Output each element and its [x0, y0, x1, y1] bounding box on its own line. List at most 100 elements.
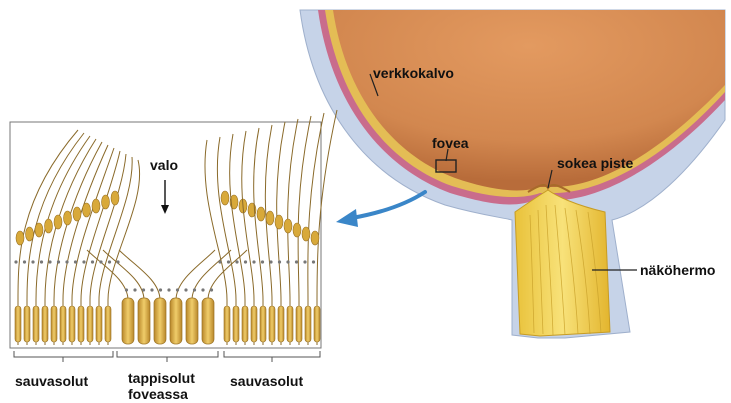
rod-cell — [224, 306, 230, 342]
rod-cell — [69, 306, 75, 342]
rod-nucleus — [293, 223, 301, 237]
synapse-dot — [65, 260, 68, 263]
rod-nucleus — [73, 207, 81, 221]
rod-cell — [105, 306, 111, 342]
synapse-dot — [244, 260, 247, 263]
rod-cell — [78, 306, 84, 342]
rod-cell — [233, 306, 239, 342]
optic-nerve — [515, 190, 610, 336]
synapse-dot — [269, 260, 272, 263]
cone-cell — [154, 298, 166, 344]
rod-nucleus — [26, 227, 34, 241]
synapse-dot — [295, 260, 298, 263]
synapse-dot — [23, 260, 26, 263]
rod-cell — [96, 306, 102, 342]
rod-cell — [60, 306, 66, 342]
synapse-dot — [142, 288, 145, 291]
cone-cell — [138, 298, 150, 344]
eye-cross-section — [300, 10, 725, 338]
synapse-dot — [91, 260, 94, 263]
rod-cell — [278, 306, 284, 342]
synapse-dot — [48, 260, 51, 263]
cones-label-line1: tappisolut — [128, 370, 195, 386]
synapse-dot — [176, 288, 179, 291]
synapse-dot — [201, 288, 204, 291]
synapse-dot — [14, 260, 17, 263]
cones-label-line2: foveassa — [128, 386, 188, 402]
rod-nucleus — [284, 219, 292, 233]
cones-bracket — [117, 351, 218, 362]
synapse-dot — [125, 288, 128, 291]
synapse-dot — [193, 288, 196, 291]
synapse-dot — [74, 260, 77, 263]
rod-nucleus — [257, 207, 265, 221]
light-label: valo — [150, 157, 178, 173]
synapse-dot — [57, 260, 60, 263]
rod-cell — [287, 306, 293, 342]
synapse-dot — [278, 260, 281, 263]
synapse-dot — [210, 288, 213, 291]
rods-left-label: sauvasolut — [15, 373, 88, 389]
rod-cell — [314, 306, 320, 342]
blind-spot-label: sokea piste — [557, 155, 633, 171]
synapse-dot — [116, 260, 119, 263]
rod-cell — [15, 306, 21, 342]
rods-right-bracket — [224, 351, 320, 362]
rod-nucleus — [92, 199, 100, 213]
fovea-label: fovea — [432, 135, 469, 151]
cone-cell — [186, 298, 198, 344]
fovea-inset: valo — [10, 110, 337, 348]
rod-cell — [296, 306, 302, 342]
rod-nucleus — [45, 219, 53, 233]
rods-right-label: sauvasolut — [230, 373, 303, 389]
rod-nucleus — [16, 231, 24, 245]
rod-nucleus — [311, 231, 319, 245]
rod-cell — [251, 306, 257, 342]
synapse-dot — [133, 288, 136, 291]
rod-cell — [260, 306, 266, 342]
rod-nucleus — [111, 191, 119, 205]
rod-cell — [33, 306, 39, 342]
synapse-dot — [261, 260, 264, 263]
synapse-dot — [159, 288, 162, 291]
cone-cell — [202, 298, 214, 344]
synapse-dot — [40, 260, 43, 263]
synapse-dot — [184, 288, 187, 291]
rod-cell — [51, 306, 57, 342]
synapse-dot — [227, 260, 230, 263]
rods-left-bracket — [14, 351, 113, 362]
synapse-dot — [286, 260, 289, 263]
rod-cell — [242, 306, 248, 342]
retina-label: verkkokalvo — [373, 65, 454, 81]
rod-cell — [87, 306, 93, 342]
rod-nucleus — [35, 223, 43, 237]
rod-cell — [42, 306, 48, 342]
rod-nucleus — [221, 191, 229, 205]
rod-cell — [24, 306, 30, 342]
synapse-dot — [218, 260, 221, 263]
zoom-arrow — [336, 192, 425, 227]
synapse-dot — [252, 260, 255, 263]
cone-cell — [170, 298, 182, 344]
rod-cell — [305, 306, 311, 342]
rod-nucleus — [64, 211, 72, 225]
synapse-dot — [150, 288, 153, 291]
region-brackets — [14, 351, 320, 362]
synapse-dot — [99, 260, 102, 263]
synapse-dot — [82, 260, 85, 263]
optic-nerve-label: näköhermo — [640, 262, 715, 278]
cone-cell — [122, 298, 134, 344]
rod-nucleus — [83, 203, 91, 217]
rod-nucleus — [102, 195, 110, 209]
rod-cell — [269, 306, 275, 342]
synapse-dot — [167, 288, 170, 291]
rod-nucleus — [266, 211, 274, 225]
rod-nucleus — [54, 215, 62, 229]
rod-nucleus — [275, 215, 283, 229]
synapse-dot — [312, 260, 315, 263]
synapse-dot — [108, 260, 111, 263]
synapse-dot — [235, 260, 238, 263]
synapse-dot — [31, 260, 34, 263]
rod-nucleus — [302, 227, 310, 241]
